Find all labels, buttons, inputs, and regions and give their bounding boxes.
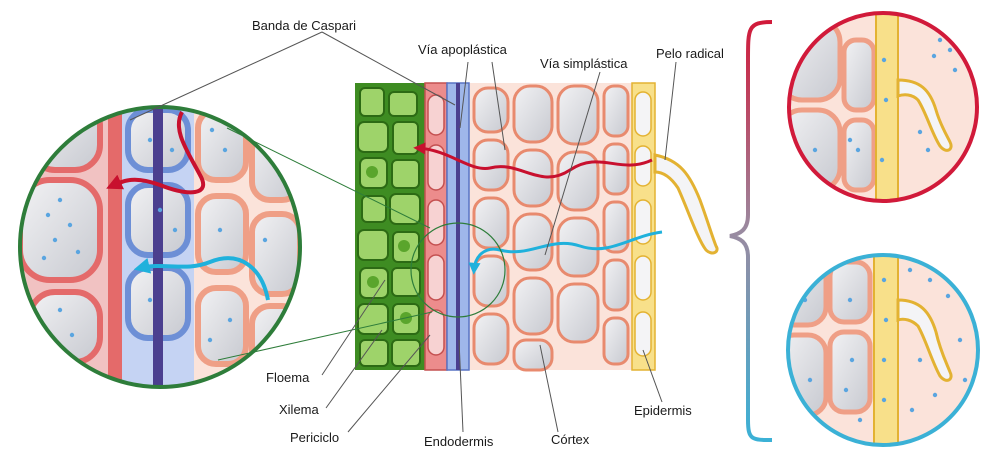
root-cross-section — [355, 83, 717, 370]
caspari-band-zoom — [153, 100, 163, 400]
label-via-apoplastica: Vía apoplástica — [418, 42, 507, 57]
label-periciclo: Periciclo — [290, 430, 339, 445]
label-banda-caspari: Banda de Caspari — [252, 18, 356, 33]
symplast-detail — [776, 255, 978, 445]
label-pelo-radical: Pelo radical — [656, 46, 724, 61]
label-via-simplastica: Vía simplástica — [540, 56, 627, 71]
label-epidermis: Epidermis — [634, 403, 692, 418]
label-xilema: Xilema — [279, 402, 319, 417]
label-endodermis: Endodermis — [424, 434, 493, 449]
label-cortex: Córtex — [551, 432, 589, 447]
label-floema: Floema — [266, 370, 309, 385]
root-hair — [655, 155, 717, 253]
bracket-connector — [730, 22, 772, 440]
